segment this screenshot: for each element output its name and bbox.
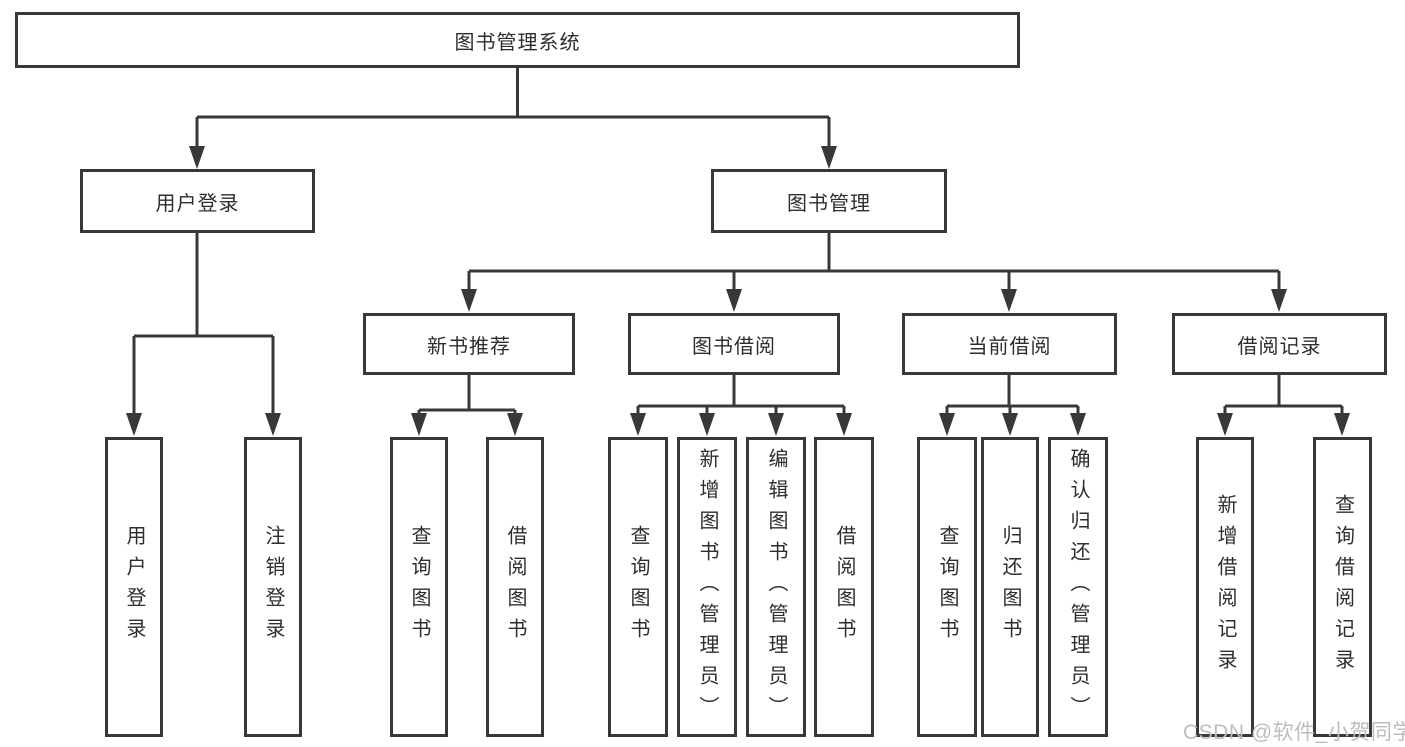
leaf-user-login: 用户登录 — [105, 437, 163, 737]
node-label: 新书推荐 — [427, 335, 511, 358]
csdn-watermark: CSDN @软件_小贺同学 — [1183, 721, 1405, 744]
leaf-label: 查询借阅记录 — [1331, 494, 1354, 680]
leaf-label: 注销登录 — [262, 525, 284, 649]
node-borrowing-records: 借阅记录 — [1172, 313, 1387, 375]
leaf-query-books-current: 查询图书 — [917, 437, 977, 737]
leaf-label: 借阅图书 — [504, 525, 526, 649]
leaf-label: 新增借阅记录 — [1214, 494, 1236, 680]
node-label: 图书借阅 — [692, 335, 776, 358]
leaf-borrow-books-recommend: 借阅图书 — [486, 437, 544, 737]
leaf-label: 确认归还（管理员） — [1067, 447, 1089, 727]
leaf-confirm-return-admin: 确认归还（管理员） — [1048, 437, 1108, 737]
leaf-label: 查询图书 — [936, 525, 958, 649]
leaf-label: 用户登录 — [123, 525, 145, 649]
leaf-add-borrow-record: 新增借阅记录 — [1196, 437, 1254, 737]
leaf-add-books-admin: 新增图书（管理员） — [677, 437, 737, 737]
leaf-return-books: 归还图书 — [981, 437, 1039, 737]
leaf-label: 新增图书（管理员） — [696, 447, 718, 727]
leaf-label: 编辑图书（管理员） — [765, 447, 787, 727]
leaf-label: 归还图书 — [999, 525, 1021, 649]
node-new-book-recommendation: 新书推荐 — [363, 313, 575, 375]
node-library-management-system: 图书管理系统 — [15, 12, 1020, 68]
leaf-label: 查询图书 — [408, 525, 430, 649]
node-label: 当前借阅 — [967, 335, 1052, 358]
node-user-login-module: 用户登录 — [80, 169, 315, 233]
node-current-borrowing: 当前借阅 — [902, 313, 1117, 375]
leaf-label: 借阅图书 — [833, 525, 855, 649]
leaf-query-borrow-record: 查询借阅记录 — [1313, 437, 1372, 737]
leaf-label: 查询图书 — [627, 525, 649, 649]
node-book-borrowing: 图书借阅 — [628, 313, 840, 375]
leaf-query-books-recommend: 查询图书 — [390, 437, 448, 737]
node-label: 用户登录 — [155, 192, 240, 215]
node-label: 图书管理 — [787, 192, 871, 215]
leaf-logout: 注销登录 — [244, 437, 302, 737]
leaf-query-books-borrowing: 查询图书 — [608, 437, 668, 737]
leaf-borrow-books: 借阅图书 — [814, 437, 874, 737]
node-book-management-module: 图书管理 — [711, 169, 947, 233]
node-label: 图书管理系统 — [454, 31, 581, 54]
arrowhead-group — [126, 146, 1350, 436]
leaf-edit-books-admin: 编辑图书（管理员） — [746, 437, 806, 737]
node-label: 借阅记录 — [1237, 335, 1322, 358]
